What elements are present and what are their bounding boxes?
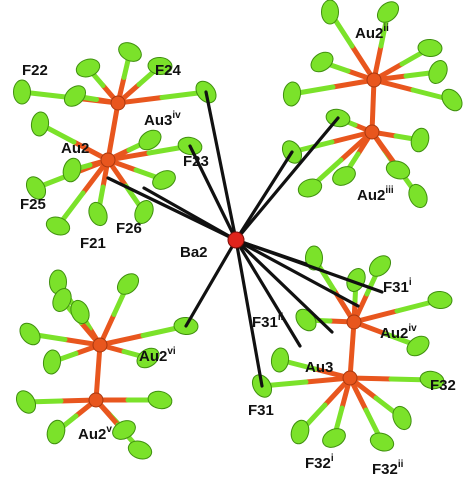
label-au3: Au3: [305, 359, 333, 376]
fluorine-atom: [376, 1, 400, 23]
fluorine-atom: [322, 428, 346, 448]
label-f26: F26: [116, 220, 142, 237]
gold-atom: [88, 392, 104, 408]
gold-atom: [110, 95, 126, 111]
fluorine-atom: [290, 419, 310, 445]
label-f31-ii: F31ii: [252, 312, 284, 331]
ba-contact-line: [234, 238, 334, 334]
fluorine-atom: [45, 216, 71, 236]
fluorine-atom: [417, 38, 443, 58]
gold-atom: [342, 370, 358, 386]
fluorine-atom: [25, 176, 47, 200]
fluorine-atom: [321, 0, 339, 25]
ba-contact-line: [234, 238, 360, 308]
fluorine-atom: [127, 440, 153, 460]
label-f25: F25: [20, 196, 46, 213]
ba-contact-line: [184, 238, 238, 328]
ba-contact-line: [234, 150, 294, 242]
label-au2-v: Au2v: [78, 424, 112, 443]
fluorine-atom: [138, 129, 162, 151]
gold-atom: [364, 124, 380, 140]
fluorine-atom: [134, 200, 154, 224]
fluorine-atom: [332, 166, 356, 186]
fluorine-atom: [15, 390, 37, 414]
gold-atoms: [88, 72, 382, 408]
ba-contact-line: [234, 238, 384, 294]
fluorine-atom: [52, 288, 72, 312]
fluorine-atom: [385, 160, 411, 180]
fluorine-atom: [152, 170, 176, 190]
label-au2-iii: Au2iii: [357, 185, 394, 204]
au-au-bond: [105, 100, 121, 163]
gold-atom: [100, 152, 116, 168]
fluorine-atom: [116, 273, 140, 295]
ba-contact-line: [234, 238, 264, 388]
fluorine-atom: [427, 290, 453, 310]
fluorine-atom: [13, 79, 31, 105]
fluorine-atom: [88, 201, 108, 227]
fluorine-atom: [282, 81, 302, 107]
fluorine-atom: [410, 127, 430, 153]
label-au3-iv: Au3iv: [144, 110, 181, 129]
fluorine-atom: [62, 157, 82, 183]
label-f22: F22: [22, 62, 48, 79]
label-f23: F23: [183, 153, 209, 170]
fluorine-atom: [136, 347, 160, 369]
fluorine-atom: [392, 405, 412, 431]
label-f32: F32: [430, 377, 456, 394]
fluorine-atom: [19, 322, 41, 346]
ba-contact-line: [204, 90, 238, 242]
fluorine-atom: [70, 299, 90, 325]
au-au-bond: [347, 319, 357, 381]
ba-contact-line: [106, 176, 238, 242]
fluorine-atom: [147, 56, 173, 76]
fluorine-atom: [419, 370, 445, 390]
ba2-atom: [227, 231, 245, 249]
label-f32-ii: F32ii: [372, 459, 404, 478]
fluorine-atom: [305, 245, 323, 271]
fluorine-atom: [406, 335, 430, 357]
label-au2-iv: Au2iv: [380, 323, 417, 342]
fluorine-atom: [441, 88, 463, 112]
fluorine-atom: [368, 255, 392, 277]
label-au2-ii: Au2ii: [355, 23, 389, 42]
label-f21: F21: [80, 235, 106, 252]
auf6-octahedra: [13, 0, 463, 460]
gold-atom: [346, 314, 362, 330]
fluorine-atom: [46, 419, 66, 445]
fluorine-atom: [75, 58, 101, 78]
au-au-bond: [93, 342, 103, 403]
fluorine-atom: [112, 420, 136, 440]
ba-contact-lines: [106, 90, 384, 388]
label-f32-i: F32i: [305, 453, 334, 472]
fluorine-atom: [369, 432, 395, 452]
fluorine-atom: [297, 178, 323, 198]
fluorine-atom: [310, 51, 334, 73]
fluorine-atom: [30, 111, 50, 137]
label-f24: F24: [155, 62, 182, 79]
ba-contact-line: [188, 144, 238, 242]
fluorine-atom: [408, 183, 428, 209]
fluorine-atom: [118, 42, 142, 62]
barium-atom: [227, 231, 245, 249]
fluorine-atom: [63, 85, 87, 107]
ba-contact-line: [234, 116, 340, 242]
atom-labels: F22 F24 Au3iv Au2 F23 F25 F26 F21 Ba2 Au…: [20, 23, 456, 478]
ba-contact-line: [234, 238, 302, 348]
gold-atom: [366, 72, 382, 88]
fluorine-atom: [270, 347, 290, 373]
fluorine-atom: [42, 349, 62, 375]
label-f31-i: F31i: [383, 277, 412, 296]
au-au-bond: [369, 77, 377, 135]
label-au2-vi: Au2vi: [139, 346, 176, 365]
label-f31: F31: [248, 402, 274, 419]
fluorine-atom: [428, 60, 448, 84]
label-ba2: Ba2: [180, 244, 208, 261]
label-au2: Au2: [61, 140, 89, 157]
gold-atom: [92, 337, 108, 353]
fluorine-atom: [147, 390, 173, 410]
